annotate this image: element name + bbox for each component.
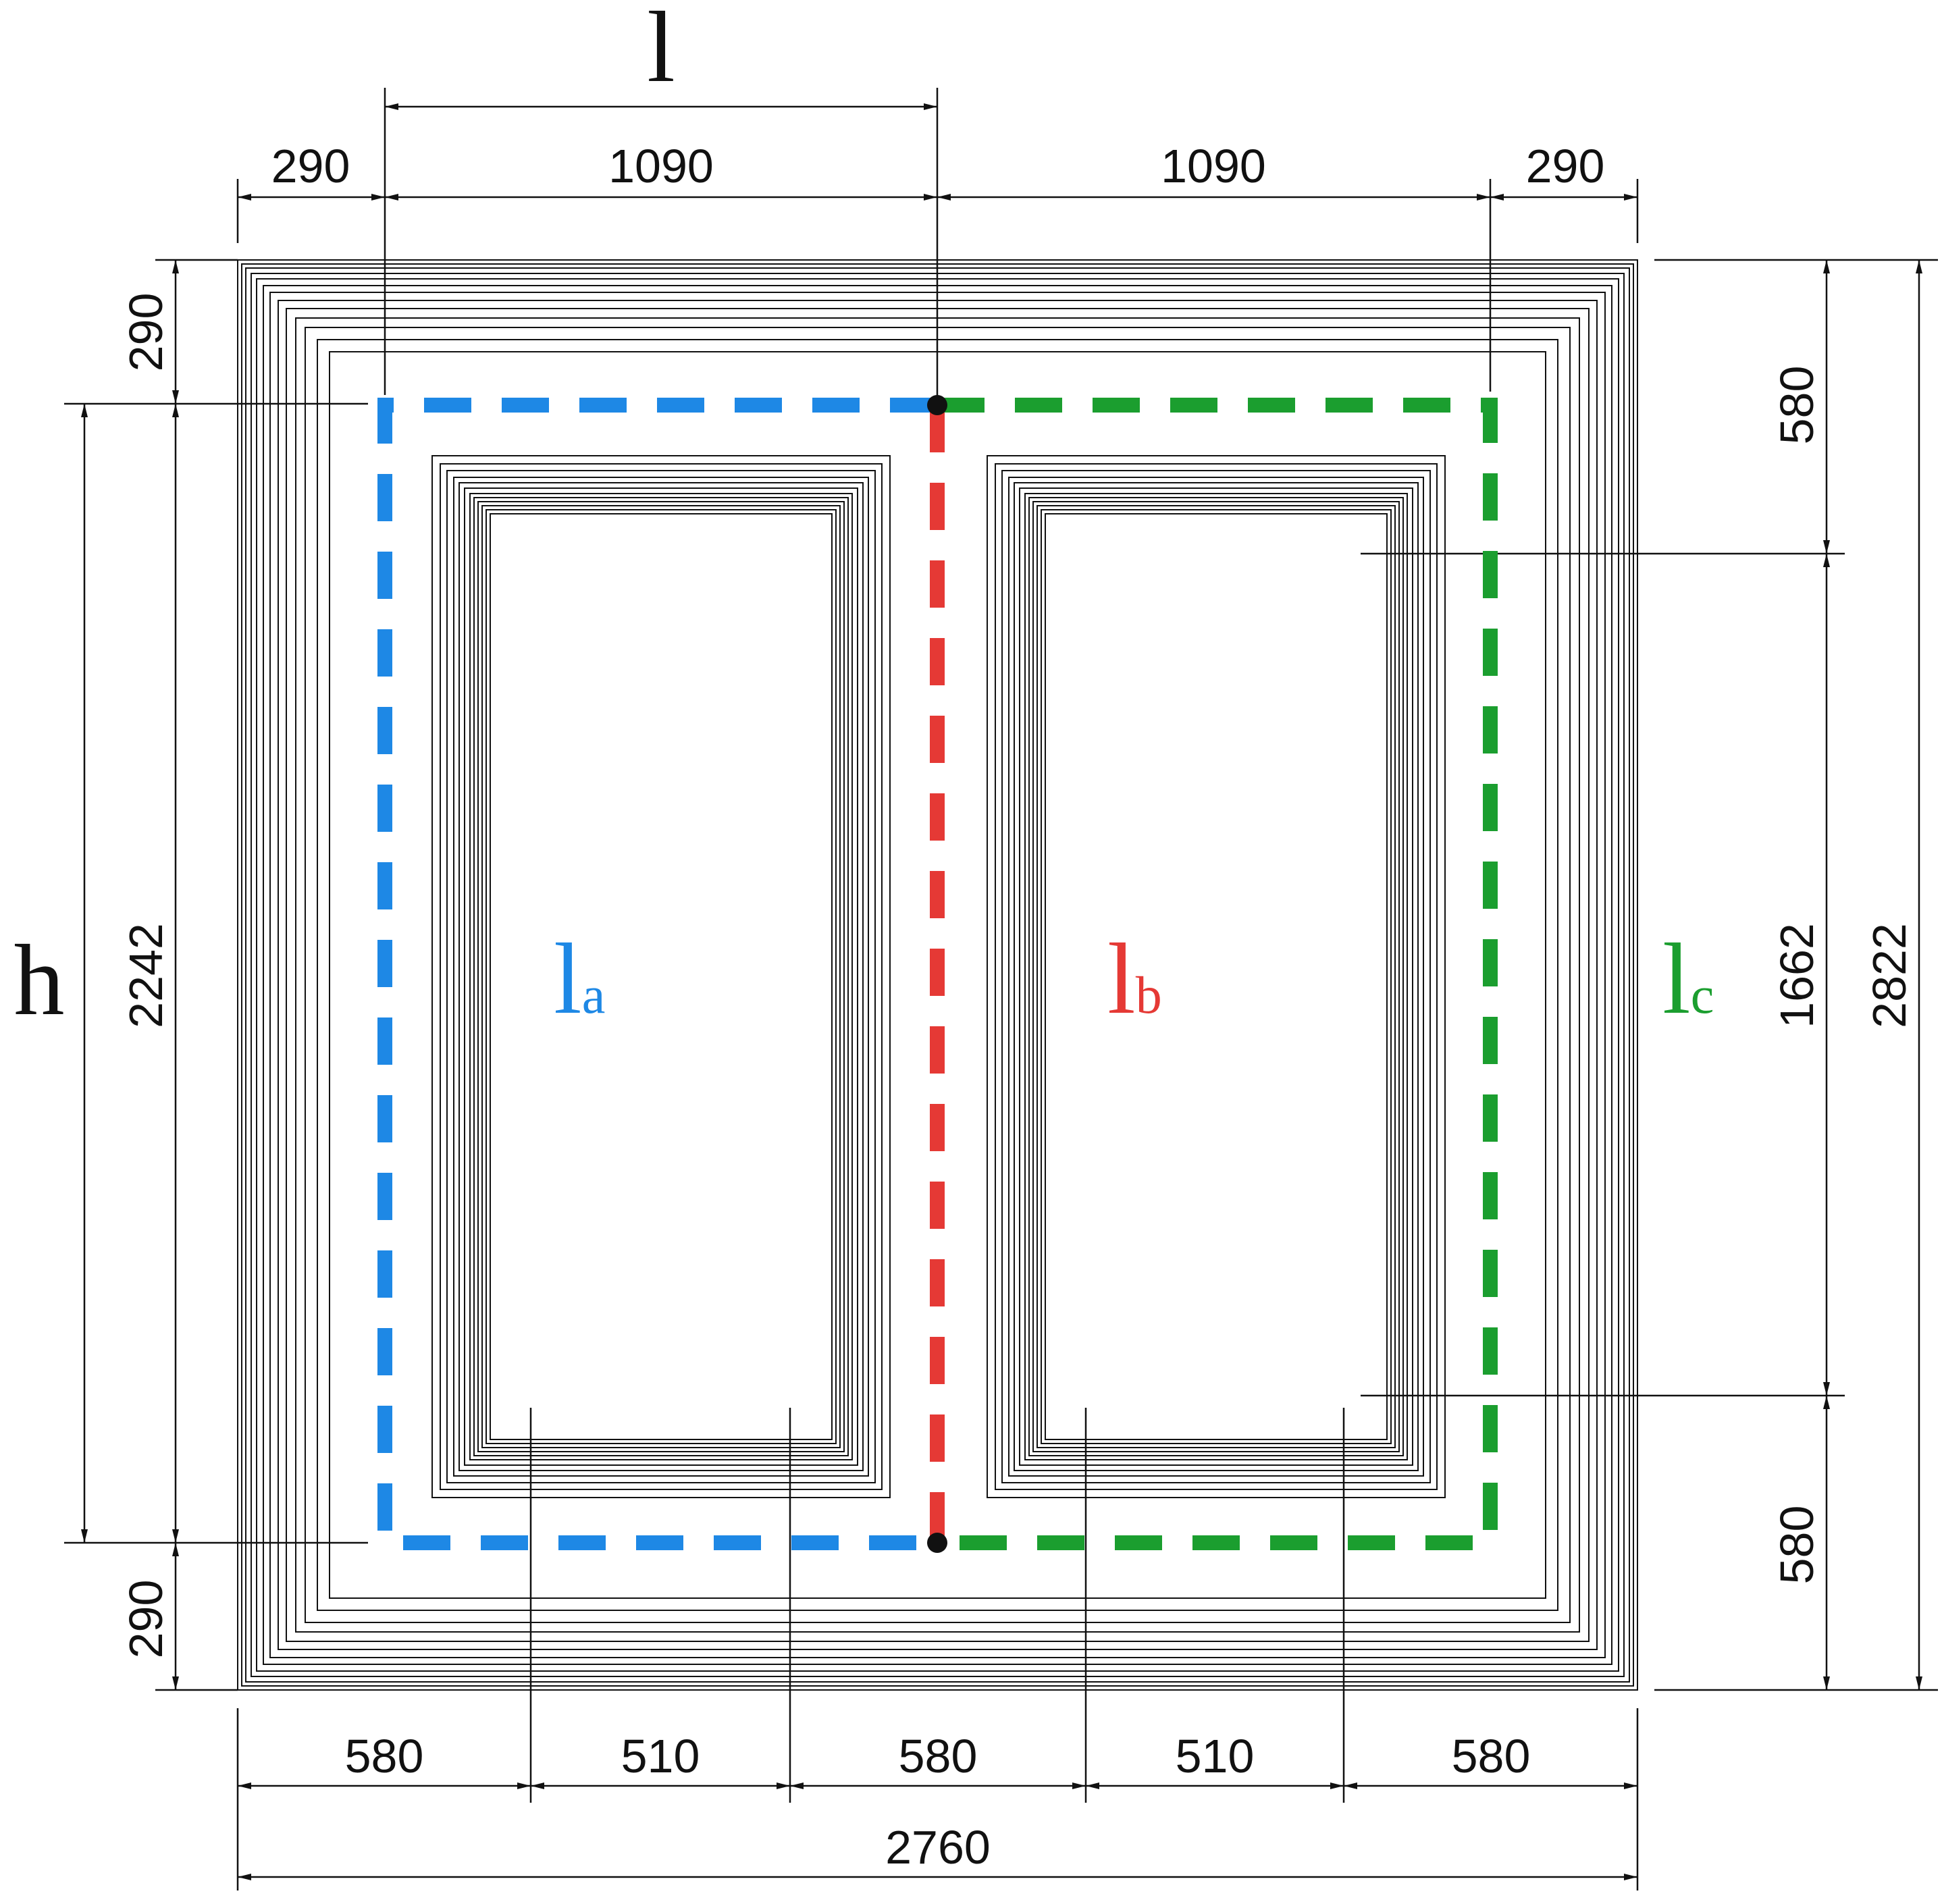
window-lamination-outline [1032,501,1400,1452]
magnetic-paths [377,395,1498,1553]
dim-bottom-leg-center: 580 [899,1730,978,1782]
label-lc-main: l [1662,923,1691,1035]
window-lamination-outline [1019,487,1413,1466]
dim-bottom-leg-right: 580 [1452,1730,1531,1782]
label-lb-main: l [1107,923,1136,1035]
dim-bottom-window-right: 510 [1176,1730,1255,1782]
dim-top-left-yoke: 290 [271,140,350,192]
label-lc-sub: c [1691,966,1714,1024]
left-window-laminations [431,455,891,1498]
symbol-labels: l h la lb lc [14,0,1714,1036]
dim-left-top-yoke: 290 [120,293,172,372]
label-la: la [554,923,605,1035]
right-window-laminations [987,455,1446,1498]
dim-bottom-leg-left: 580 [345,1730,424,1782]
label-lc: lc [1662,923,1714,1035]
window-lamination-outline [473,497,849,1456]
window-lamination-outline [446,470,876,1483]
dim-bottom-total: 2760 [885,1821,991,1874]
window-lamination-outline [995,463,1438,1490]
window-lamination-outline [481,505,841,1448]
window-lamination-outline [1024,493,1408,1460]
label-la-sub: a [582,966,606,1024]
window-lamination-outline [1036,505,1396,1448]
window-lamination-outline [464,487,858,1466]
dim-right-top: 580 [1770,366,1823,445]
window-lamination-outline [1008,477,1424,1477]
top-junction-node [927,395,947,415]
bottom-junction-node [927,1533,947,1553]
window-lamination-outline [477,501,845,1452]
dim-top-right-yoke: 290 [1526,140,1605,192]
symbol-l: l [647,0,675,103]
window-lamination-outline [440,463,883,1490]
dim-left-bottom-yoke: 290 [120,1580,172,1659]
symbol-h: h [14,924,65,1036]
dim-right-bottom: 580 [1770,1506,1823,1585]
dim-top-left-window: 1090 [608,140,714,192]
window-lamination-outline [1028,497,1404,1456]
path-la [377,398,937,1550]
window-lamination-outline [486,509,837,1444]
dimension-labels: 290 1090 1090 290 290 2242 290 580 1662 … [120,140,1916,1874]
label-lb-sub: b [1136,966,1162,1024]
label-lb: lb [1107,923,1162,1035]
dim-bottom-window-left: 510 [621,1730,700,1782]
window-lamination-outline [987,455,1446,1498]
dim-right-total: 2822 [1863,923,1916,1028]
dim-top-right-window: 1090 [1161,140,1266,192]
window-lamination-outline [1001,470,1431,1483]
window-lamination-outline [1014,482,1419,1471]
path-lc [937,398,1498,1550]
window-lamination-outline [458,482,864,1471]
extension-lines [64,88,1938,1890]
dimension-lines [81,103,1922,1880]
dim-left-height: 2242 [120,923,172,1028]
dim-right-window: 1662 [1770,923,1823,1028]
label-la-main: l [554,923,582,1035]
window-lamination-outline [453,477,869,1477]
window-lamination-outline [1045,513,1388,1440]
window-lamination-outline [431,455,891,1498]
window-lamination-outline [490,513,833,1440]
window-lamination-outline [469,493,853,1460]
window-lamination-outline [1041,509,1392,1444]
